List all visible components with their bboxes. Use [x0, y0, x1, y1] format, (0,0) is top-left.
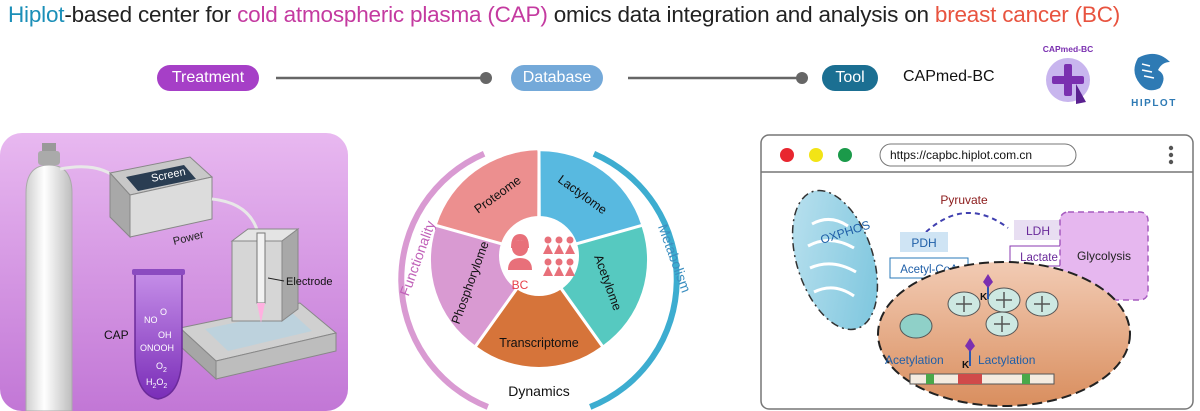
species-h2o2-h: H [146, 377, 153, 387]
browser-panel: https://capbc.hiplot.com.cn OXPHOS Pyruv… [760, 134, 1194, 410]
hiplot-whale-stripes [1141, 63, 1155, 79]
mitochondrion-icon [791, 189, 879, 331]
dynamics-label: Dynamics [508, 383, 569, 399]
glycolysis-label: Glycolysis [1077, 249, 1131, 263]
capmed-logo-text: CAPmed-BC [1043, 44, 1094, 54]
tool-name: CAPmed-BC [903, 68, 995, 85]
tool-pill: Tool [822, 65, 878, 91]
species-h2o2-sub1: 2 [153, 383, 157, 390]
cap-tube [132, 269, 185, 400]
proteome-segment [437, 151, 538, 245]
title-hiplot: Hiplot [8, 2, 65, 27]
control-box [109, 156, 214, 239]
plasma-jet [257, 303, 265, 323]
pdh-label: PDH [911, 236, 936, 250]
species-h2o2-o: O [156, 377, 163, 387]
connector-dot-1 [480, 72, 492, 84]
reactive-species: NO O OH ONOOH O2 H2O2 [140, 307, 174, 390]
minimize-window-icon[interactable] [809, 148, 823, 162]
lactate-label: Lactate [1020, 252, 1058, 264]
metabolism-arc [589, 150, 680, 410]
hiplot-logo-text: HIPLOT [1131, 98, 1177, 109]
species-o: O [160, 307, 167, 317]
modification-marker-top [983, 274, 993, 299]
k-label-bottom: K [962, 360, 970, 371]
url-text[interactable]: https://capbc.hiplot.com.cn [890, 148, 1032, 162]
lactylome-segment [540, 151, 641, 245]
cap-device-panel: Screen Power Electrode CAP NO O OH ONOOH… [0, 133, 348, 411]
bc-center-label: BC [512, 278, 529, 292]
figure-title: Hiplot-based center for cold atmospheric… [8, 2, 1120, 28]
maximize-window-icon[interactable] [838, 148, 852, 162]
gas-cylinder [25, 143, 73, 411]
close-window-icon[interactable] [780, 148, 794, 162]
more-options-icon[interactable] [1168, 145, 1174, 165]
url-bar[interactable] [879, 143, 1077, 167]
capmed-logo-plus-h [1052, 76, 1084, 84]
capmed-logo-bottle [1076, 84, 1086, 104]
species-o2: O2 [156, 361, 167, 374]
cap-label: CAP [104, 328, 129, 342]
ldh-box [1014, 220, 1062, 240]
acetylation-label: Acetylation [885, 353, 944, 367]
transcriptome-segment [477, 284, 601, 367]
species-oh: OH [158, 330, 172, 340]
k-label-top: K [980, 292, 988, 303]
modification-marker-bottom [965, 338, 975, 366]
reaction-stage [178, 228, 338, 381]
species-o2-sub: 2 [163, 367, 167, 374]
pyruvate-arrow [925, 212, 1009, 233]
electrode-shaft [256, 232, 266, 304]
woman-icon [508, 234, 532, 270]
population-icon [543, 236, 575, 276]
title-cap: cold atmospheric plasma (CAP) [237, 2, 548, 27]
species-onooh: ONOOH [140, 343, 174, 353]
functionality-arc [398, 150, 489, 410]
hiplot-whale-icon [1134, 53, 1170, 91]
omics-wheel: Functionality Metabolism BC Proteome Lac… [396, 150, 694, 410]
title-bc: breast cancer (BC) [934, 2, 1121, 27]
ldh-label: LDH [1026, 224, 1050, 238]
lactylation-label: Lactylation [978, 353, 1035, 367]
species-h2o2: H2O2 [146, 377, 167, 390]
power-cable [211, 197, 260, 234]
transcriptome-label: Transcriptome [499, 336, 578, 350]
species-o2-base: O [156, 361, 163, 371]
electrode-label: Electrode [286, 276, 332, 288]
acetylome-segment [558, 227, 648, 345]
species-no: NO [144, 315, 158, 325]
title-segment-2: omics data integration and analysis on [547, 2, 935, 27]
capmed-logo: CAPmed-BC [1043, 44, 1094, 104]
pyruvate-label: Pyruvate [940, 193, 988, 207]
treatment-pill: Treatment [157, 65, 259, 91]
database-pill: Database [511, 65, 603, 91]
electrode-pointer [267, 277, 285, 282]
connector-dot-2 [796, 72, 808, 84]
pdh-box [900, 232, 948, 252]
logos: CAPmed-BC HIPLOT [1043, 44, 1177, 109]
title-segment-1: -based center for [64, 2, 238, 27]
dna-strand [909, 373, 1055, 385]
nucleosomes [899, 287, 1059, 339]
species-h2o2-sub2: 2 [163, 383, 167, 390]
hiplot-logo: HIPLOT [1131, 53, 1177, 109]
phosphorylome-segment [430, 227, 520, 345]
